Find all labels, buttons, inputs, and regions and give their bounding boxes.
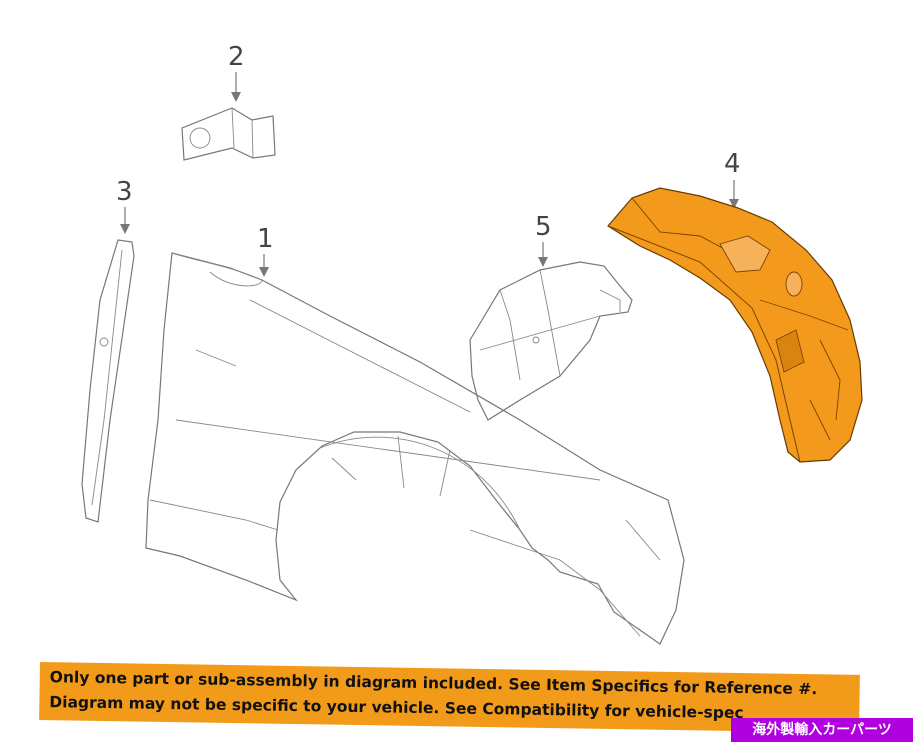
disclaimer-line-2: Diagram may not be specific to your vehi…	[49, 693, 744, 723]
callout-4: 4	[724, 149, 741, 179]
callout-3: 3	[116, 177, 133, 207]
callout-1: 1	[257, 224, 274, 254]
seller-tag: 海外製輸入カーパーツ	[731, 718, 913, 742]
callout-5: 5	[535, 212, 552, 242]
part-5-shield: 5	[469, 212, 633, 421]
disclaimer-line-1: Only one part or sub-assembly in diagram…	[49, 668, 818, 699]
callout-2: 2	[228, 42, 245, 72]
part-1-fender: 1	[145, 224, 685, 645]
part-4-wheelhouse-liner: 4	[607, 149, 863, 463]
part-3-seal: 3	[81, 177, 135, 523]
part-2-bracket: 2	[181, 42, 276, 161]
